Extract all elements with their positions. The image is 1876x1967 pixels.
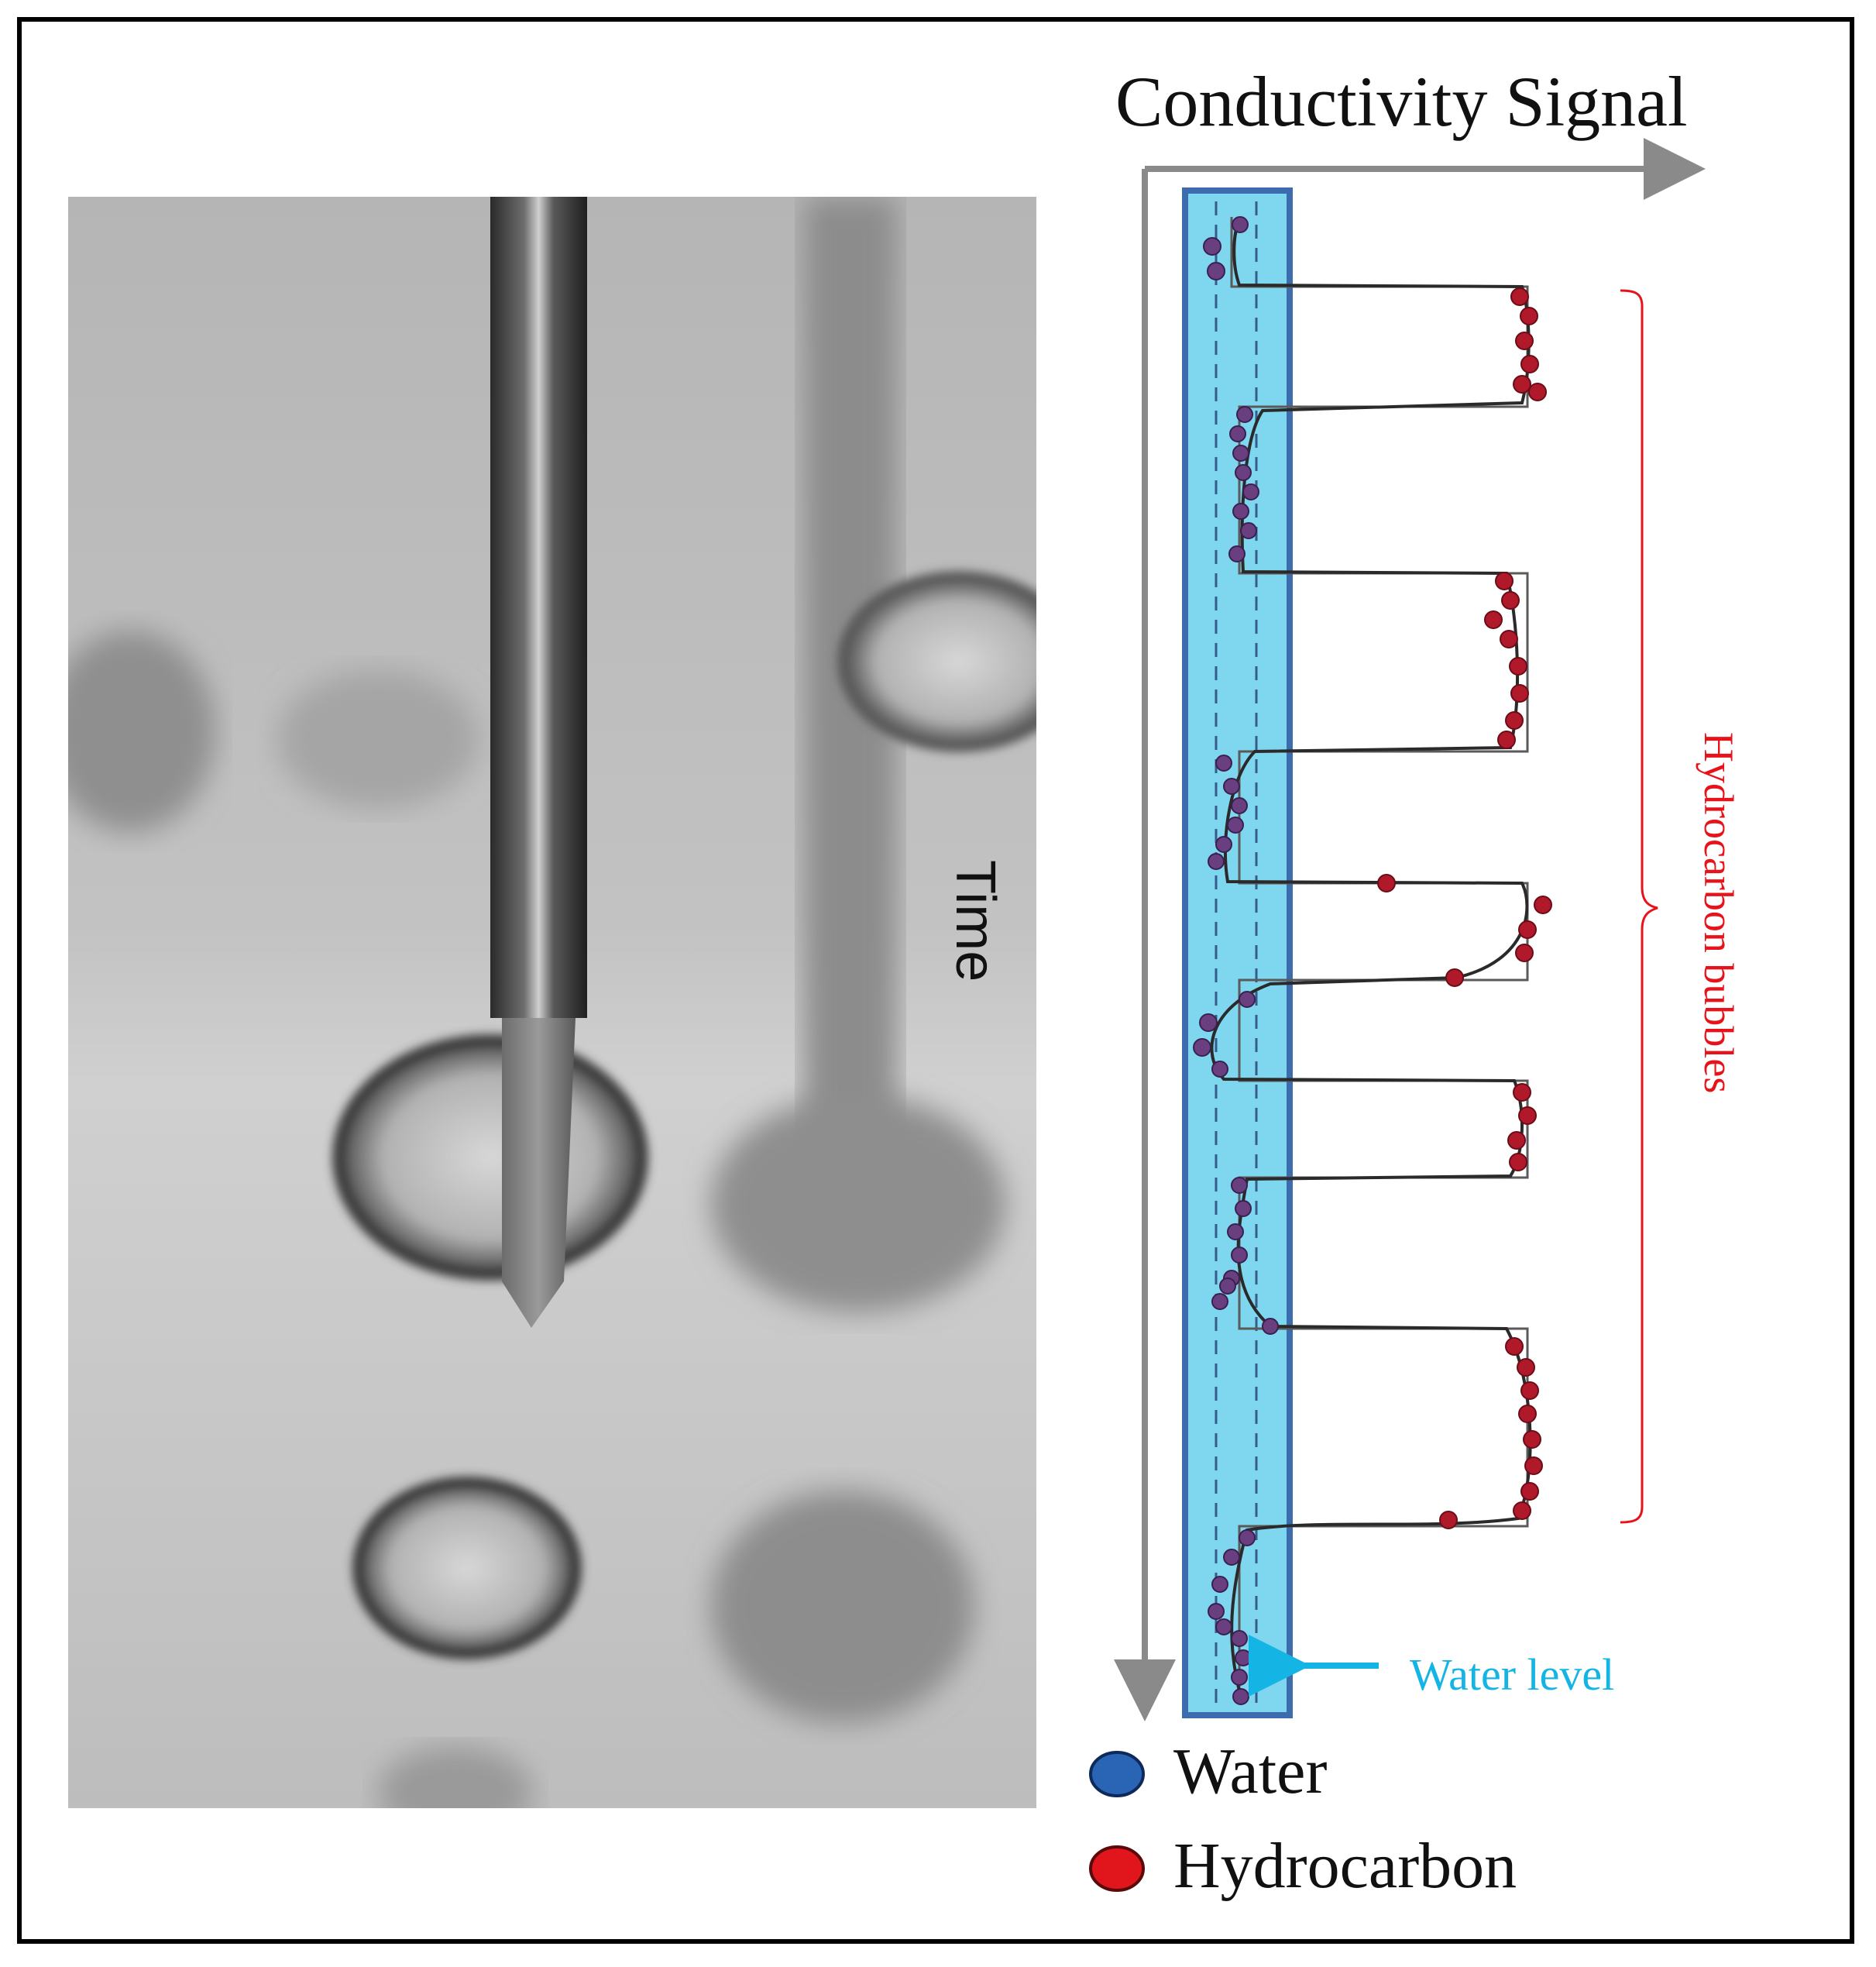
hydrocarbon-marker [1528,383,1547,401]
water-marker [1215,1618,1232,1635]
hydrocarbon-marker [1501,591,1520,610]
hydrocarbon-marker [1509,1153,1527,1171]
hydrocarbon-marker [1505,1337,1524,1356]
water-marker [1199,1013,1218,1032]
hydrocarbon-marker [1520,1381,1539,1400]
water-band [1182,187,1293,1718]
water-marker [1215,755,1232,772]
water-marker [1231,1247,1248,1264]
water-marker [1211,1576,1228,1593]
water-marker [1193,1038,1211,1057]
water-marker [1227,1223,1244,1240]
legend-marker-hydrocarbon [1089,1845,1145,1892]
hydrocarbon-marker [1534,896,1552,914]
time-axis-label: Time [944,860,1006,982]
hydrocarbon-marker [1520,307,1538,325]
legend-marker-water [1089,1751,1145,1797]
water-marker [1231,1630,1248,1647]
water-marker [1231,1669,1248,1686]
water-marker [1232,216,1249,233]
hydrocarbon-marker [1497,731,1516,749]
hydrocarbon-marker [1495,572,1514,590]
water-marker [1232,445,1249,462]
hydrocarbon-marker [1510,287,1529,306]
water-marker [1228,545,1246,562]
hydrocarbon-marker [1515,944,1534,962]
hydrocarbon-marker [1445,968,1464,987]
hydrocarbon-marker [1513,1501,1531,1520]
legend-label-water: Water [1173,1735,1328,1807]
water-marker [1240,522,1257,539]
water-marker [1235,464,1252,481]
hydrocarbon-marker [1510,684,1529,703]
water-marker [1235,1649,1252,1666]
hydrocarbon-marker [1515,332,1534,350]
probe-photo [68,197,1036,1808]
hydrocarbon-marker [1518,1106,1537,1125]
water-marker [1239,1529,1256,1546]
water-marker [1227,817,1244,834]
hydrocarbon-bubbles-label: Hydrocarbon bubbles [1696,732,1742,1094]
hydrocarbon-marker [1520,1482,1539,1501]
water-marker [1208,853,1225,870]
water-marker [1203,237,1221,256]
hydrocarbon-marker [1524,1456,1543,1475]
hydrocarbon-marker [1377,874,1396,892]
water-marker [1231,797,1248,814]
water-marker [1215,836,1232,853]
water-marker [1211,1293,1228,1310]
water-marker [1219,1278,1236,1295]
water-markers [1193,216,1279,1705]
water-marker [1232,1688,1249,1705]
hydrocarbon-marker [1517,1358,1535,1377]
water-marker [1207,262,1225,280]
water-marker [1208,1603,1225,1620]
chart-title: Conductivity Signal [1115,62,1688,141]
hydrocarbon-marker [1518,920,1537,939]
hydrocarbon-marker [1507,1131,1526,1150]
hydrocarbon-marker [1518,1405,1537,1423]
hydrocarbon-marker [1513,1083,1531,1102]
water-marker [1232,503,1249,520]
water-marker [1262,1318,1279,1335]
probe-photo-drawing [68,197,1036,1808]
hydrocarbon-marker [1520,355,1539,373]
water-marker [1211,1061,1228,1078]
water-marker [1223,778,1240,795]
hydrocarbon-marker [1439,1511,1458,1529]
hydrocarbon-marker [1523,1430,1541,1449]
hydrocarbon-marker [1505,711,1524,730]
water-marker [1223,1549,1240,1566]
water-marker [1231,1177,1248,1194]
water-marker [1242,483,1259,500]
water-marker [1229,425,1246,442]
legend-label-hydrocarbon: Hydrocarbon [1173,1830,1517,1902]
water-marker [1235,1200,1252,1217]
hydrocarbon-markers [1377,287,1552,1529]
water-level-label: Water level [1410,1649,1615,1700]
hydrocarbon-marker [1484,610,1503,629]
hydrocarbon-marker [1509,657,1527,676]
hydrocarbon-marker [1513,375,1531,394]
water-marker [1239,991,1256,1008]
hydrocarbon-marker [1500,630,1518,648]
hydrocarbon-bracket [1620,289,1658,1524]
water-marker [1236,406,1253,423]
